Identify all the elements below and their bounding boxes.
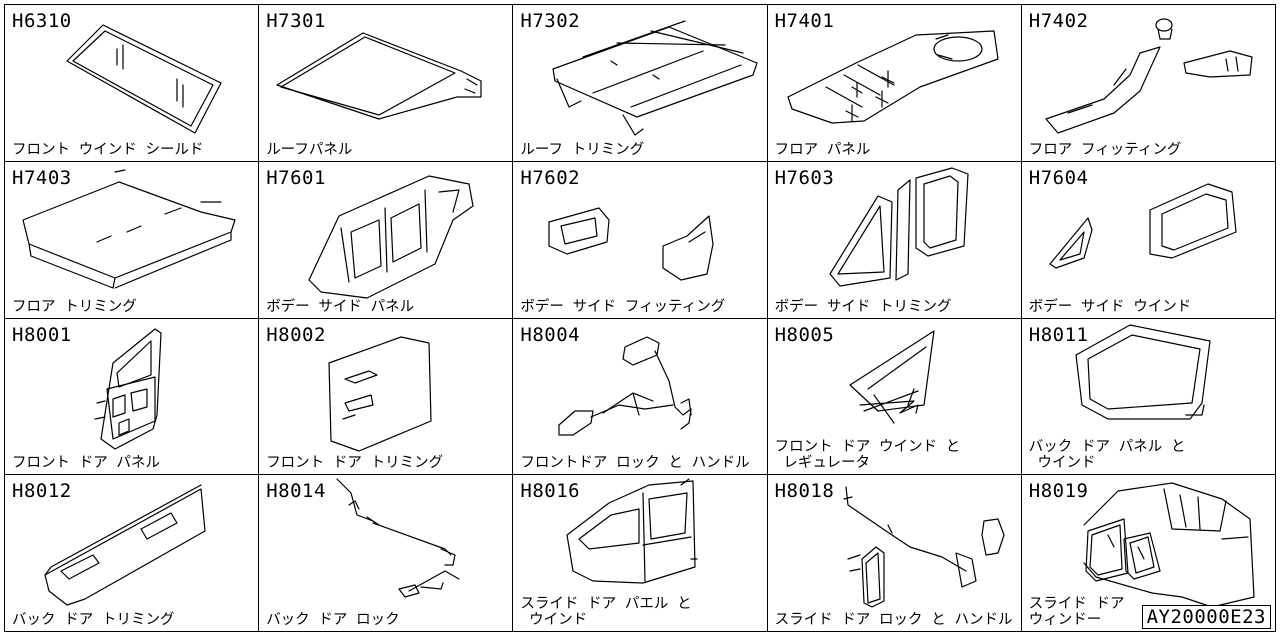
front-door-lock-handle-illustration [513, 319, 766, 475]
part-cell-h6310[interactable]: H6310 フロント ウインド シールド [5, 5, 260, 162]
part-label: ボデー サイド フィッティング [520, 298, 726, 315]
part-code: H7402 [1028, 10, 1089, 32]
body-side-window-illustration [1022, 162, 1275, 318]
part-label: バック ドア パネル と ウインド [1028, 439, 1186, 472]
body-side-trim-illustration [768, 162, 1021, 318]
body-side-panel-illustration [259, 162, 512, 318]
sliding-door-lock-handle-illustration [768, 475, 1021, 631]
part-label: フロント ドア トリミング [266, 455, 444, 472]
floor-fitting-illustration [1022, 5, 1275, 161]
reference-code-box: AY20000E23 [1141, 605, 1271, 629]
part-cell-h7601[interactable]: H7601 ボデー サイド パネル [259, 161, 514, 319]
part-code: H7604 [1028, 166, 1089, 189]
part-label: スライド ドア パエル と ウインド [520, 596, 692, 628]
part-label: スライド ドア ロック と ハンドル [774, 612, 1013, 628]
roof-panel-illustration [259, 5, 512, 161]
part-cell-h8001[interactable]: H8001 フロント ドア パネル [5, 318, 260, 476]
part-code: H6310 [12, 10, 72, 32]
part-label: フロント ウインド シールド [12, 141, 204, 158]
part-label: ボデー サイド ウインド [1028, 298, 1192, 315]
sliding-door-panel-window-illustration [513, 475, 766, 631]
roof-trim-illustration [513, 5, 766, 161]
part-label: ルーフパネル [266, 141, 353, 158]
part-label: スライド ドア ウィンドー [1028, 596, 1125, 628]
front-door-window-regulator-illustration [768, 319, 1021, 475]
front-door-panel-illustration [5, 319, 258, 475]
part-label: フロア パネル [774, 141, 871, 158]
part-label: フロア フィッティング [1028, 141, 1182, 158]
part-cell-h7401[interactable]: H7401 フロア パネル [767, 5, 1022, 162]
parts-catalog-grid: H6310 フロント ウインド シールド H7301 ルーフパネル H7302 … [4, 4, 1276, 632]
part-label: バック ドア トリミング [12, 612, 175, 628]
part-label: フロントドア ロック と ハンドル [520, 455, 750, 472]
part-code: H8019 [1028, 480, 1089, 503]
part-code: H8018 [774, 480, 835, 503]
part-label: ボデー サイド パネル [266, 298, 415, 315]
part-cell-h8002[interactable]: H8002 フロント ドア トリミング [259, 318, 514, 476]
back-door-trim-illustration [5, 475, 258, 631]
windshield-illustration [5, 5, 258, 161]
part-label: フロント ドア パネル [12, 455, 160, 472]
part-code: H7301 [266, 10, 326, 32]
part-cell-h8018[interactable]: H8018 スライド ドア ロック と ハンドル [767, 475, 1022, 632]
part-cell-h8011[interactable]: H8011 バック ドア パネル と ウインド [1021, 318, 1276, 476]
part-code: H8012 [12, 480, 72, 503]
part-cell-h8019[interactable]: H8019 スライド ドア ウィンドー AY20000E23 [1021, 475, 1276, 632]
part-cell-h7604[interactable]: H7604 ボデー サイド ウインド [1021, 161, 1276, 319]
part-code: H7601 [266, 166, 326, 189]
back-door-panel-window-illustration [1022, 319, 1275, 475]
part-cell-h7602[interactable]: H7602 ボデー サイド フィッティング [513, 161, 768, 319]
front-door-trim-illustration [259, 319, 512, 475]
part-cell-h7302[interactable]: H7302 ルーフ トリミング [513, 5, 768, 162]
part-code: H7403 [12, 166, 72, 189]
part-cell-h7301[interactable]: H7301 ルーフパネル [259, 5, 514, 162]
part-cell-h8004[interactable]: H8004 フロントドア ロック と ハンドル [513, 318, 768, 476]
part-code: H8011 [1028, 323, 1089, 346]
part-code: H7302 [520, 10, 581, 32]
part-code: H7401 [774, 10, 835, 32]
part-cell-h7403[interactable]: H7403 フロア トリミング [5, 161, 260, 319]
part-cell-h8014[interactable]: H8014 バック ドア ロック [259, 475, 514, 632]
part-cell-h8012[interactable]: H8012 バック ドア トリミング [5, 475, 260, 632]
part-cell-h7402[interactable]: H7402 フロア フィッティング [1021, 5, 1276, 162]
part-cell-h8016[interactable]: H8016 スライド ドア パエル と ウインド [513, 475, 768, 632]
part-label: ルーフ トリミング [520, 141, 645, 158]
part-code: H8001 [12, 323, 72, 346]
part-cell-h8005[interactable]: H8005 フロント ドア ウインド と レギュレータ [767, 318, 1022, 476]
floor-panel-illustration [768, 5, 1021, 161]
part-cell-h7603[interactable]: H7603 ボデー サイド トリミング [767, 161, 1022, 319]
part-label: ボデー サイド トリミング [774, 298, 952, 315]
part-code: H7603 [774, 166, 835, 189]
body-side-fitting-illustration [513, 162, 766, 318]
part-label: フロア トリミング [12, 298, 137, 315]
part-code: H8016 [520, 480, 581, 503]
part-code: H8002 [266, 323, 326, 346]
part-label: フロント ドア ウインド と レギュレータ [774, 439, 961, 472]
part-code: H8004 [520, 323, 581, 346]
part-code: H8014 [266, 480, 326, 503]
part-label: バック ドア ロック [266, 612, 400, 628]
sliding-door-window-illustration [1022, 475, 1275, 631]
back-door-lock-illustration [259, 475, 512, 631]
floor-trim-illustration [5, 162, 258, 318]
part-code: H8005 [774, 323, 835, 346]
part-code: H7602 [520, 166, 581, 189]
